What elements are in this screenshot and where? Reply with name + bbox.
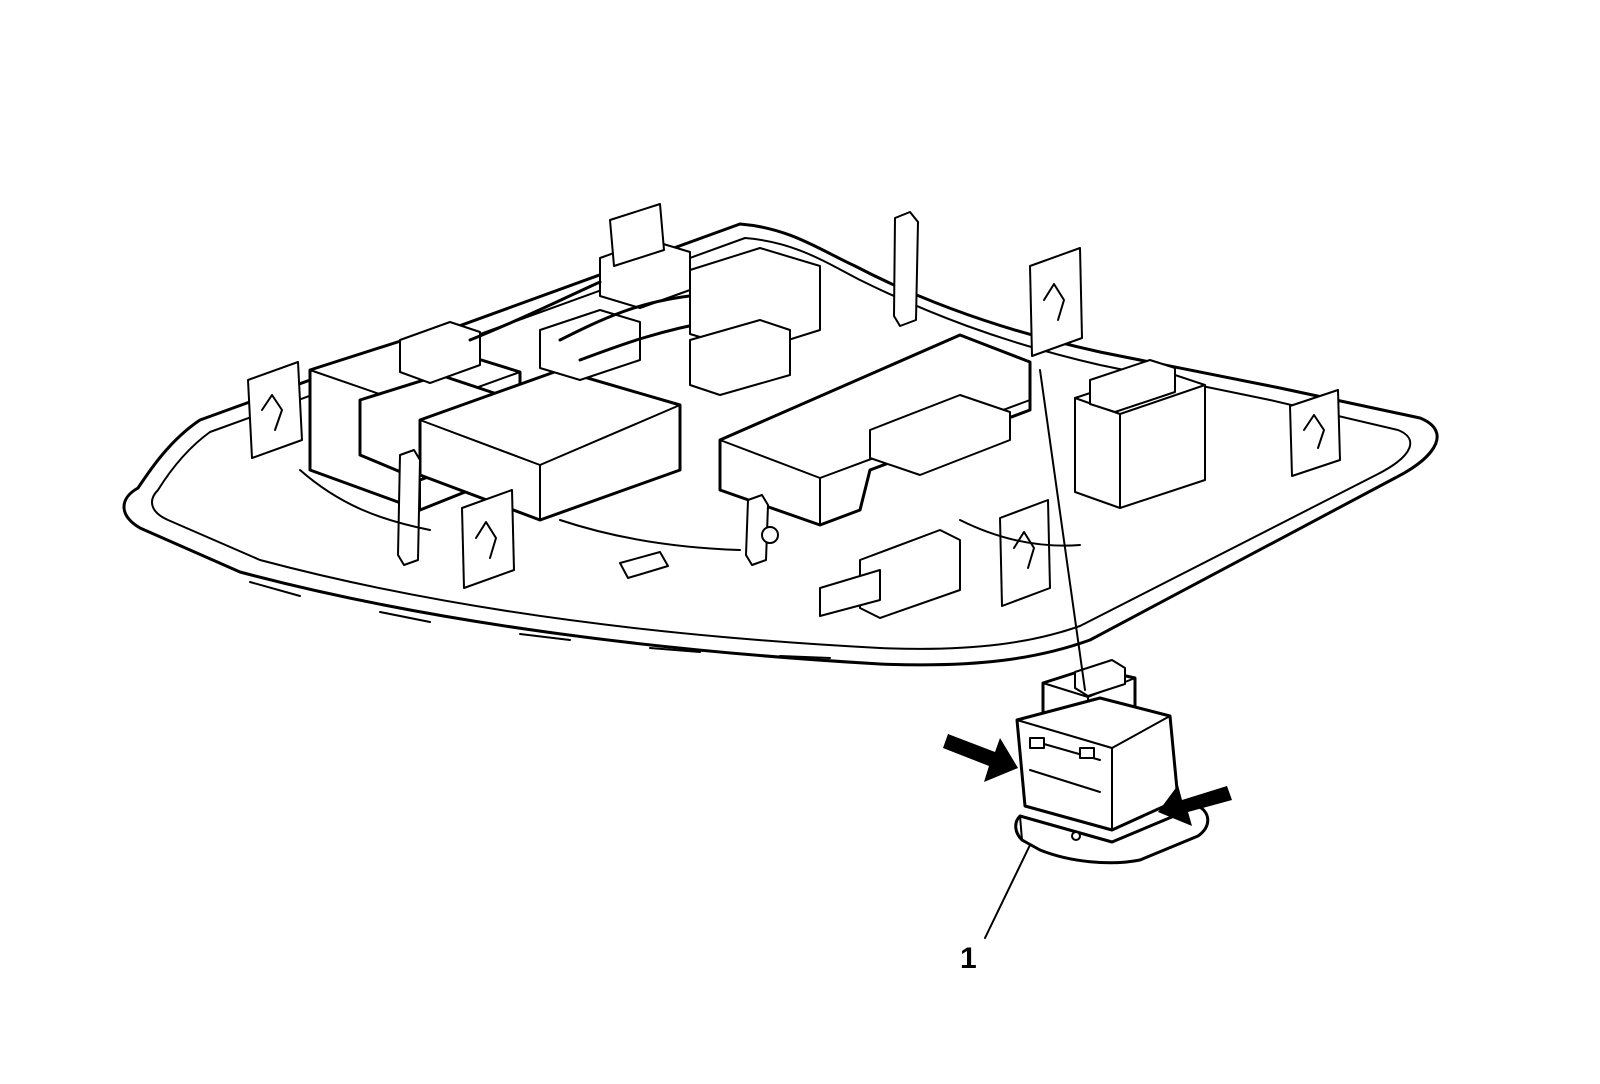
arrow-right-icon [1158, 785, 1232, 826]
callout-1: 1 [960, 942, 977, 975]
leader-line [984, 844, 1031, 939]
overhead-console-housing [122, 203, 1439, 667]
arrow-left-icon [943, 734, 1018, 782]
squeeze-arrows [943, 734, 1232, 826]
alignment-line [1039, 369, 1086, 691]
alignment-lines [984, 369, 1086, 939]
switch-component [1014, 659, 1210, 865]
